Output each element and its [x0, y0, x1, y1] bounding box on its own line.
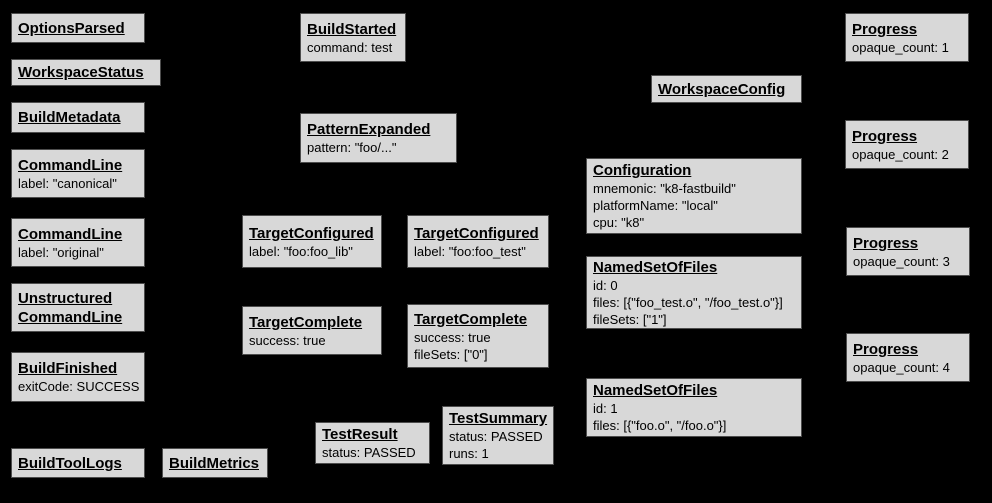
- event-box-workspace-status: WorkspaceStatus: [11, 59, 161, 86]
- event-field: platformName: "local": [593, 198, 718, 213]
- event-title: Unstructured CommandLine: [18, 289, 123, 326]
- event-field: label: "foo:foo_test": [414, 243, 526, 259]
- event-field: label: "foo:foo_lib": [249, 243, 353, 259]
- event-field: label: "original": [18, 244, 104, 260]
- event-box-unstructured-command-line: Unstructured CommandLine: [11, 283, 145, 332]
- event-box-build-metadata: BuildMetadata: [11, 102, 145, 133]
- event-title: PatternExpanded: [307, 121, 431, 138]
- event-box-configuration: Configuration mnemonic: "k8-fastbuild" pla…: [586, 158, 802, 234]
- event-box-pattern-expanded: PatternExpanded pattern: "foo/...": [300, 113, 457, 163]
- event-field: fileSets: ["0"]: [414, 346, 488, 362]
- event-box-build-finished: BuildFinished exitCode: SUCCESS: [11, 352, 145, 402]
- event-box-test-summary: TestSummary status: PASSED runs: 1: [442, 406, 554, 465]
- event-field: cpu: "k8": [593, 215, 645, 230]
- event-title: WorkspaceStatus: [18, 64, 144, 81]
- event-title: BuildFinished: [18, 360, 118, 377]
- event-title: Configuration: [593, 162, 692, 179]
- event-field: opaque_count: 4: [853, 359, 950, 375]
- event-title: TargetComplete: [414, 310, 528, 328]
- event-field: label: "canonical": [18, 175, 117, 191]
- event-title: Progress: [853, 234, 919, 252]
- event-box-build-tool-logs: BuildToolLogs: [11, 448, 145, 478]
- event-box-build-metrics: BuildMetrics: [162, 448, 268, 478]
- event-title: NamedSetOfFiles: [593, 258, 718, 276]
- event-field: status: PASSED: [449, 429, 543, 444]
- event-title: OptionsParsed: [18, 19, 125, 37]
- event-title: BuildMetrics: [169, 454, 260, 472]
- event-field: opaque_count: 2: [852, 146, 949, 162]
- event-title: TestSummary: [449, 410, 548, 427]
- event-field: opaque_count: 3: [853, 253, 950, 269]
- event-title: CommandLine: [18, 225, 123, 243]
- event-field: files: [{"foo_test.o", "/foo_test.o"}]: [593, 294, 783, 310]
- event-title: WorkspaceConfig: [658, 80, 786, 98]
- event-field: fileSets: ["1"]: [593, 311, 667, 327]
- event-field: exitCode: SUCCESS: [18, 379, 140, 394]
- event-field: command: test: [307, 39, 393, 55]
- event-field: id: 1: [593, 401, 618, 416]
- event-title: CommandLine: [18, 156, 123, 174]
- event-field: success: true: [249, 332, 326, 348]
- event-title: TargetComplete: [249, 313, 363, 331]
- event-field: mnemonic: "k8-fastbuild": [593, 181, 736, 196]
- event-title: Progress: [853, 340, 919, 358]
- event-title: NamedSetOfFiles: [593, 382, 718, 399]
- event-field: success: true: [414, 329, 491, 345]
- event-title: Progress: [852, 20, 918, 38]
- event-title: BuildStarted: [307, 20, 397, 38]
- event-field: files: [{"foo.o", "/foo.o"}]: [593, 418, 727, 433]
- event-box-workspace-config: WorkspaceConfig: [651, 75, 802, 103]
- event-box-named-set-of-files-1: NamedSetOfFiles id: 1 files: [{"foo.o", "/…: [586, 378, 802, 437]
- event-field: status: PASSED: [322, 445, 416, 460]
- event-field: id: 0: [593, 277, 618, 293]
- event-title: BuildToolLogs: [18, 454, 122, 472]
- event-box-test-result: TestResult status: PASSED: [315, 422, 430, 464]
- event-title: TargetConfigured: [414, 224, 539, 242]
- event-title: BuildMetadata: [18, 109, 121, 126]
- event-field: opaque_count: 1: [852, 39, 949, 55]
- event-box-options-parsed: OptionsParsed: [11, 13, 145, 43]
- event-title: TargetConfigured: [249, 224, 374, 242]
- event-field: pattern: "foo/...": [307, 140, 397, 155]
- event-field: runs: 1: [449, 446, 489, 461]
- event-title: Progress: [852, 127, 918, 145]
- event-title: TestResult: [322, 426, 398, 443]
